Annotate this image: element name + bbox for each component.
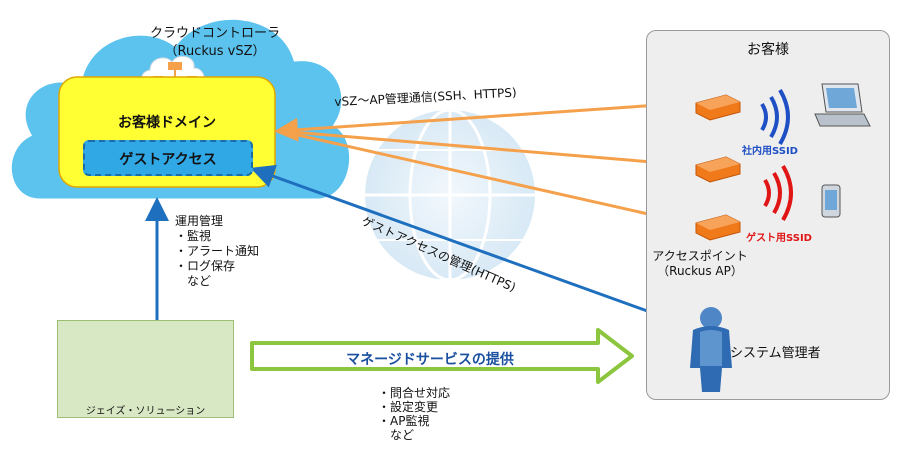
customer-label: お客様: [747, 42, 789, 58]
administrator-label: システム管理者: [730, 346, 821, 361]
vendor-label: ジェイズ・ソリューション: [85, 406, 206, 417]
vsz-ap-arrow-2: [279, 129, 694, 176]
internal-ssid-label: 社内用SSID: [742, 146, 798, 157]
access-point-title: アクセスポイント: [652, 249, 748, 263]
wifi-guest-icon: [763, 164, 793, 222]
guest-access-box: [83, 140, 253, 176]
laptop-icon: [814, 83, 871, 127]
support-item: ・AP監視: [378, 414, 430, 428]
operations-list: 運用管理 ・監視 ・アラート通知 ・ログ保存 など: [175, 214, 259, 289]
managed-service-label: マネージドサービスの提供: [346, 352, 514, 368]
access-point-icon: [695, 214, 741, 241]
operations-item: など: [175, 274, 212, 288]
smartphone-icon: [821, 184, 841, 218]
support-item: など: [378, 428, 415, 442]
vendor-box: [57, 320, 234, 418]
support-list: ・問合せ対応 ・設定変更 ・AP監視 など: [378, 386, 450, 442]
access-point-icon: [695, 94, 741, 121]
support-item: ・問合せ対応: [378, 386, 451, 400]
operations-item: ・ログ保存: [175, 259, 236, 273]
guest-management-arrow: [250, 164, 701, 332]
vsz-ap-arrow-1: [274, 92, 694, 142]
operations-item: ・監視: [175, 229, 212, 243]
access-point-model: （Ruckus AP）: [657, 264, 743, 278]
cloud-controller-subtitle: （Ruckus vSZ）: [164, 44, 266, 59]
customer-domain-label: お客様ドメイン: [118, 115, 216, 131]
support-item: ・設定変更: [378, 400, 439, 414]
operations-title: 運用管理: [175, 214, 224, 228]
guest-access-label: ゲストアクセス: [119, 152, 217, 168]
cloud-controller-title: クラウドコントローラ: [149, 26, 280, 41]
vsz-ap-arrow-3: [279, 129, 694, 231]
access-point-label: アクセスポイント （Ruckus AP）: [640, 249, 760, 279]
guest-ssid-label: ゲスト用SSID: [746, 233, 812, 244]
managed-service-arrow: [250, 328, 634, 384]
administrator-icon: [690, 307, 732, 392]
access-point-icon: [695, 156, 741, 183]
wifi-internal-icon: [760, 88, 790, 146]
operations-item: ・アラート通知: [175, 244, 260, 258]
